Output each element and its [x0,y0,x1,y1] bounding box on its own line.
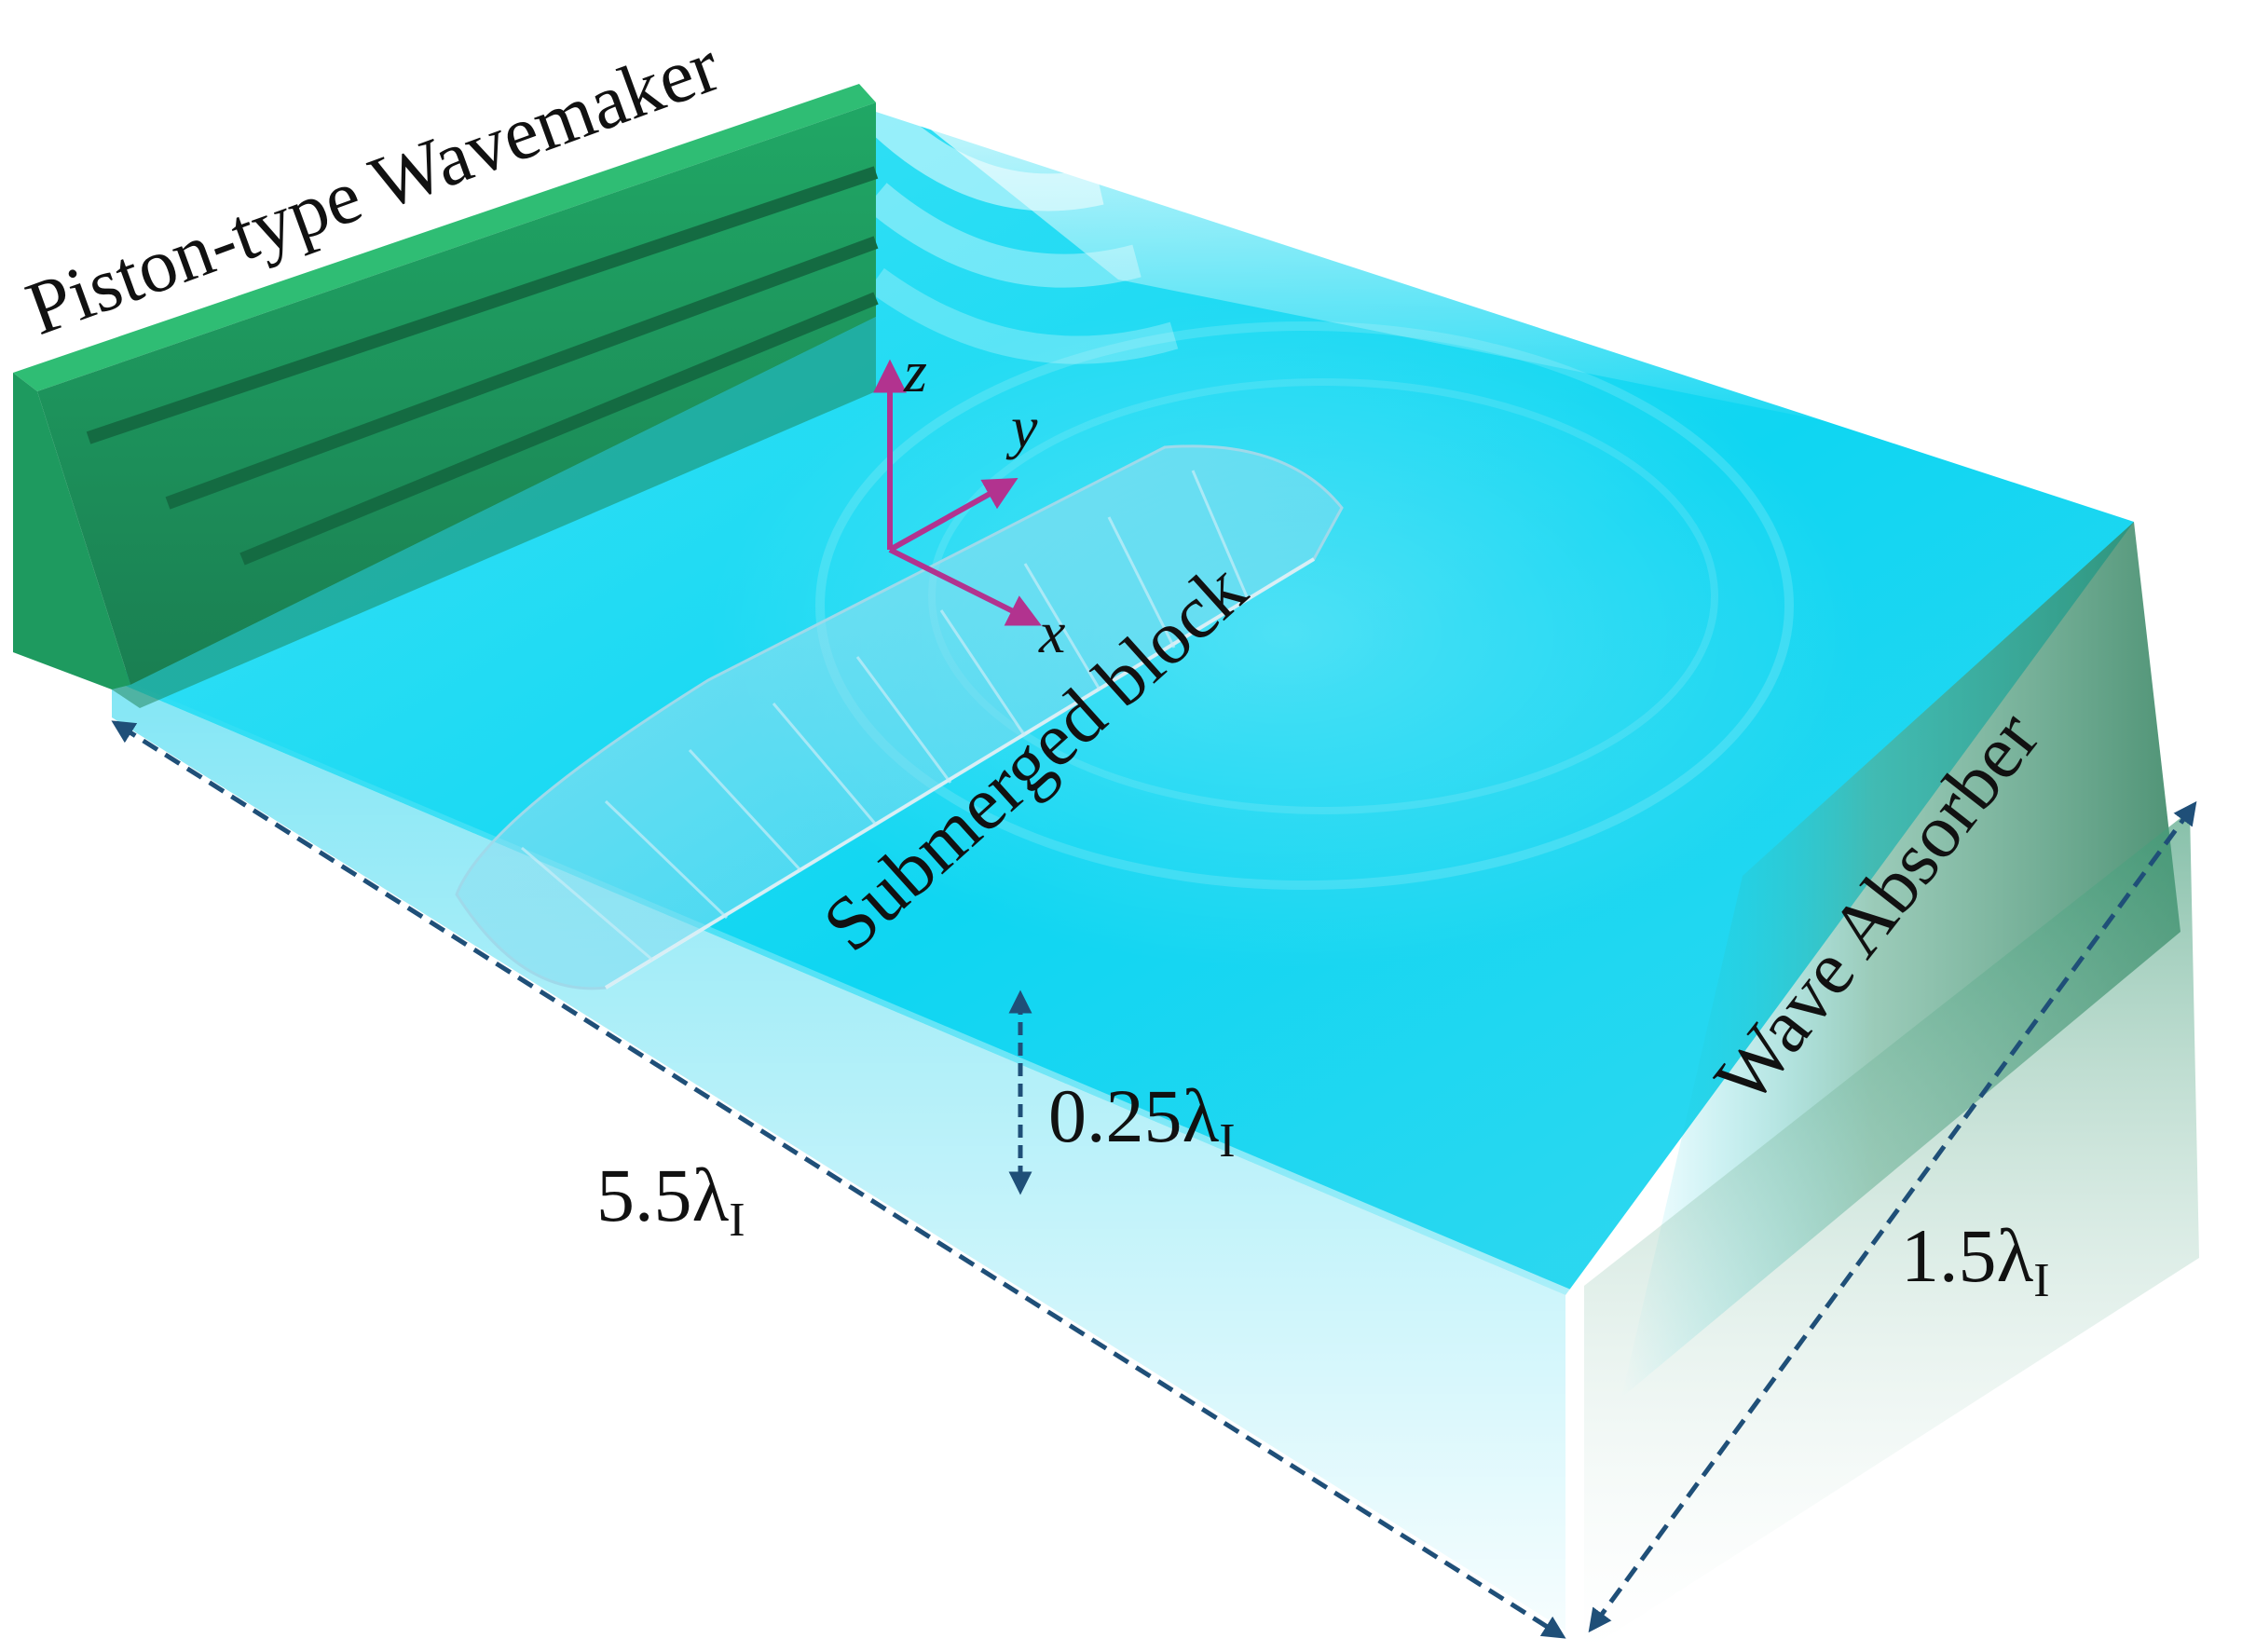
wave-crest-2 [865,183,1142,288]
depth-subscript: I [1219,1114,1235,1167]
width-subscript: I [2033,1254,2049,1307]
wave-crest-3 [868,267,1179,364]
wavemaker-groove-3 [239,292,879,566]
length-subscript: I [729,1194,745,1247]
width-label: 1.5λI [1901,1213,2050,1307]
width-arrow [1588,800,2197,1633]
wavemaker-front [13,373,130,689]
width-value: 1.5λ [1901,1213,2034,1298]
length-label: 5.5λI [596,1153,745,1247]
water-back-fade [839,56,1957,447]
wavemaker-groove-2 [165,236,879,510]
length-value: 5.5λ [596,1153,730,1237]
length-arrow [111,720,1566,1639]
axis-x-arrow [888,547,1042,626]
wavemaker-submerged [112,317,876,708]
wavemaker-top [13,84,876,391]
wave-crest-1 [862,98,1104,212]
axis-z-label: z [903,338,927,404]
axis-y-arrow [888,477,1018,553]
dimension-arrows [111,720,2197,1639]
axis-x-label: x [1038,599,1065,665]
axis-y-label: y [1005,394,1038,460]
depth-value: 0.25λ [1048,1073,1220,1158]
wavemaker-groove-1 [86,166,879,444]
coordinate-axes: z y x [873,338,1065,665]
depth-label: 0.25λI [1048,1073,1236,1167]
piston-wavemaker [13,84,879,708]
